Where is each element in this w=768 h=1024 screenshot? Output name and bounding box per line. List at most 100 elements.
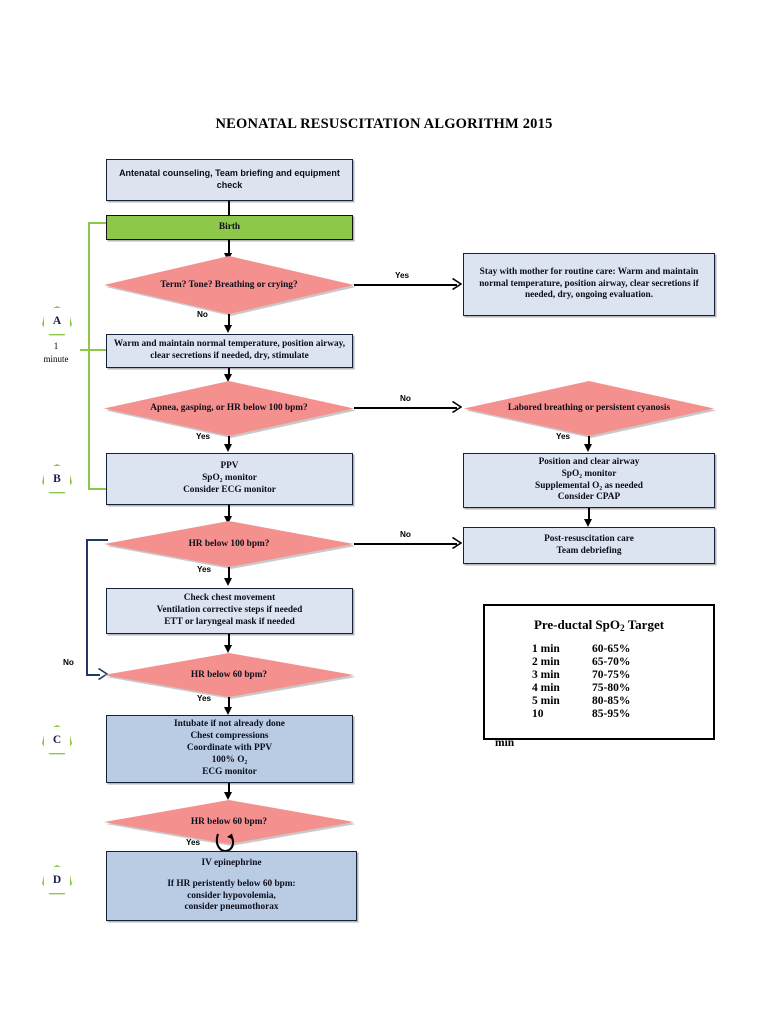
stage-marker-d: D bbox=[42, 865, 72, 895]
loopback-arrowhead-icon bbox=[98, 668, 108, 680]
edge-label-apnea-yes: Yes bbox=[196, 432, 211, 441]
edge-antenatal-to-birth bbox=[228, 201, 230, 215]
timing-bracket-top-arm bbox=[88, 222, 110, 225]
loopback-vertical bbox=[86, 539, 88, 674]
decision-hr-below-60-first: HR below 60 bpm? bbox=[104, 653, 356, 699]
decision-apnea-label: Apnea, gasping, or HR below 100 bpm? bbox=[150, 403, 308, 414]
edge-apnea-no bbox=[354, 407, 457, 409]
edge-birth-to-term bbox=[228, 240, 230, 256]
preductal-spo2-target-panel: Pre-ductal SpO2 Target 1 min 60-65% 2 mi… bbox=[483, 604, 715, 740]
arrow-down-icon bbox=[224, 578, 232, 586]
stage-marker-a: A bbox=[42, 306, 72, 336]
loopback-bottom-arm bbox=[86, 674, 100, 676]
timing-bracket-mid-tick bbox=[80, 349, 108, 352]
edge-hr100-no bbox=[354, 543, 457, 545]
edge-apnea-yes bbox=[228, 436, 230, 448]
spo2-time: 1 min bbox=[532, 643, 560, 656]
arrow-down-icon bbox=[224, 444, 232, 452]
decision-labored-label: Labored breathing or persistent cyanosis bbox=[507, 403, 671, 414]
decision-labored-breathing-cyanosis: Labored breathing or persistent cyanosis bbox=[464, 381, 716, 438]
spo2-table: 1 min 60-65% 2 min 65-70% 3 min 70-75% 4… bbox=[532, 643, 666, 721]
node-position-clear-airway: Position and clear airway SpO₂ monitor S… bbox=[463, 453, 715, 508]
node-epi-lines: IV epinephrine If HR peristently below 6… bbox=[167, 857, 296, 913]
spo2-range: 85-95% bbox=[592, 708, 631, 721]
timing-bracket-bottom-arm bbox=[88, 488, 110, 491]
arrow-down-icon bbox=[584, 444, 592, 452]
arrow-down-icon bbox=[224, 325, 232, 333]
stage-marker-c: C bbox=[42, 725, 72, 755]
node-birth: Birth bbox=[106, 215, 353, 240]
decision-hr-below-100: HR below 100 bpm? bbox=[104, 521, 356, 569]
arrow-right-icon bbox=[452, 537, 462, 549]
edge-intubate-to-hr60b bbox=[228, 783, 230, 796]
node-post-resuscitation-care: Post-resuscitation care Team debriefing bbox=[463, 527, 715, 564]
stage-marker-b: B bbox=[42, 464, 72, 494]
table-row: 4 min 75-80% bbox=[532, 682, 666, 695]
arrow-right-icon bbox=[452, 278, 462, 290]
spo2-time: 3 min bbox=[532, 669, 560, 682]
node-ppv-lines: PPV SpO₂ monitor Consider ECG monitor bbox=[183, 461, 276, 495]
node-iv-epinephrine: IV epinephrine If HR peristently below 6… bbox=[106, 851, 357, 921]
spacer bbox=[167, 870, 295, 879]
edge-term-yes bbox=[354, 284, 457, 286]
edge-label-term-no: No bbox=[197, 310, 208, 319]
node-postresus-lines: Post-resuscitation care Team debriefing bbox=[544, 533, 634, 556]
edge-label-term-yes: Yes bbox=[395, 271, 410, 280]
node-warm-position-stimulate: Warm and maintain normal temperature, po… bbox=[106, 334, 353, 368]
edge-term-no bbox=[228, 314, 230, 328]
edge-position-to-postresus bbox=[588, 508, 590, 522]
decision-term-tone-breathing: Term? Tone? Breathing or crying? bbox=[104, 256, 356, 316]
decision-hr60a-label: HR below 60 bpm? bbox=[190, 669, 268, 680]
table-row: 1 min 60-65% bbox=[532, 643, 666, 656]
node-intubate-chest-compressions: Intubate if not already done Chest compr… bbox=[106, 715, 353, 783]
arrow-down-icon bbox=[224, 792, 232, 800]
table-row: 3 min 70-75% bbox=[532, 669, 666, 682]
table-row: 2 min 65-70% bbox=[532, 656, 666, 669]
spo2-time: 4 min bbox=[532, 682, 560, 695]
edge-hr100-yes bbox=[228, 567, 230, 581]
node-position-lines: Position and clear airway SpO₂ monitor S… bbox=[535, 456, 643, 503]
node-antenatal-counseling: Antenatal counseling, Team briefing and … bbox=[106, 159, 353, 201]
arrow-down-icon bbox=[224, 707, 232, 715]
spo2-table-heading: Pre-ductal SpO2 Target bbox=[533, 617, 665, 635]
decision-hr60b-label: HR below 60 bpm? bbox=[190, 816, 268, 827]
node-checkchest-lines: Check chest movement Ventilation correct… bbox=[156, 593, 303, 627]
spo2-time: 2 min bbox=[532, 656, 560, 669]
edge-checkchest-to-hr60 bbox=[228, 634, 230, 648]
decision-hr-below-60-second: HR below 60 bpm? bbox=[104, 800, 356, 846]
edge-label-labored-yes: Yes bbox=[556, 432, 571, 441]
spo2-range: 70-75% bbox=[592, 669, 631, 682]
arrow-right-icon bbox=[452, 401, 462, 413]
edge-label-hr100-yes: Yes bbox=[197, 565, 212, 574]
arrow-down-icon bbox=[224, 374, 232, 382]
heptagon-icon bbox=[42, 725, 72, 755]
spo2-range: 75-80% bbox=[592, 682, 631, 695]
node-stay-with-mother-routine-care: Stay with mother for routine care: Warm … bbox=[463, 253, 715, 316]
spo2-overflow-min-text: min bbox=[495, 737, 515, 749]
node-check-chest-movement: Check chest movement Ventilation correct… bbox=[106, 588, 353, 634]
table-row: 10 85-95% bbox=[532, 708, 666, 721]
page-title: NEONATAL RESUSCITATION ALGORITHM 2015 bbox=[215, 116, 553, 132]
edge-label-apnea-no: No bbox=[400, 394, 411, 403]
spo2-range: 65-70% bbox=[592, 656, 631, 669]
edge-label-hr60a-yes: Yes bbox=[197, 694, 212, 703]
loopback-top-arm bbox=[86, 539, 108, 541]
decision-term-tone-label: Term? Tone? Breathing or crying? bbox=[160, 279, 298, 290]
node-intubate-lines: Intubate if not already done Chest compr… bbox=[174, 719, 285, 777]
arrow-down-icon bbox=[224, 516, 232, 524]
edge-label-hr60b-yes: Yes bbox=[186, 838, 201, 847]
spo2-range: 80-85% bbox=[592, 695, 631, 708]
edge-warm-to-apnea bbox=[228, 368, 230, 378]
spo2-range: 60-65% bbox=[592, 643, 631, 656]
edge-ppv-to-hr100 bbox=[228, 505, 230, 519]
decision-apnea-gasping-hr100: Apnea, gasping, or HR below 100 bpm? bbox=[104, 381, 356, 438]
arrow-down-icon bbox=[224, 645, 232, 653]
timing-bracket-vertical bbox=[88, 222, 91, 490]
edge-hr60a-yes bbox=[228, 697, 230, 711]
edge-labored-yes bbox=[588, 436, 590, 448]
arrow-down-icon bbox=[584, 519, 592, 527]
edge-label-hr60-no: No bbox=[63, 658, 74, 667]
edge-label-hr100-no: No bbox=[400, 530, 411, 539]
table-row: 5 min 80-85% bbox=[532, 695, 666, 708]
